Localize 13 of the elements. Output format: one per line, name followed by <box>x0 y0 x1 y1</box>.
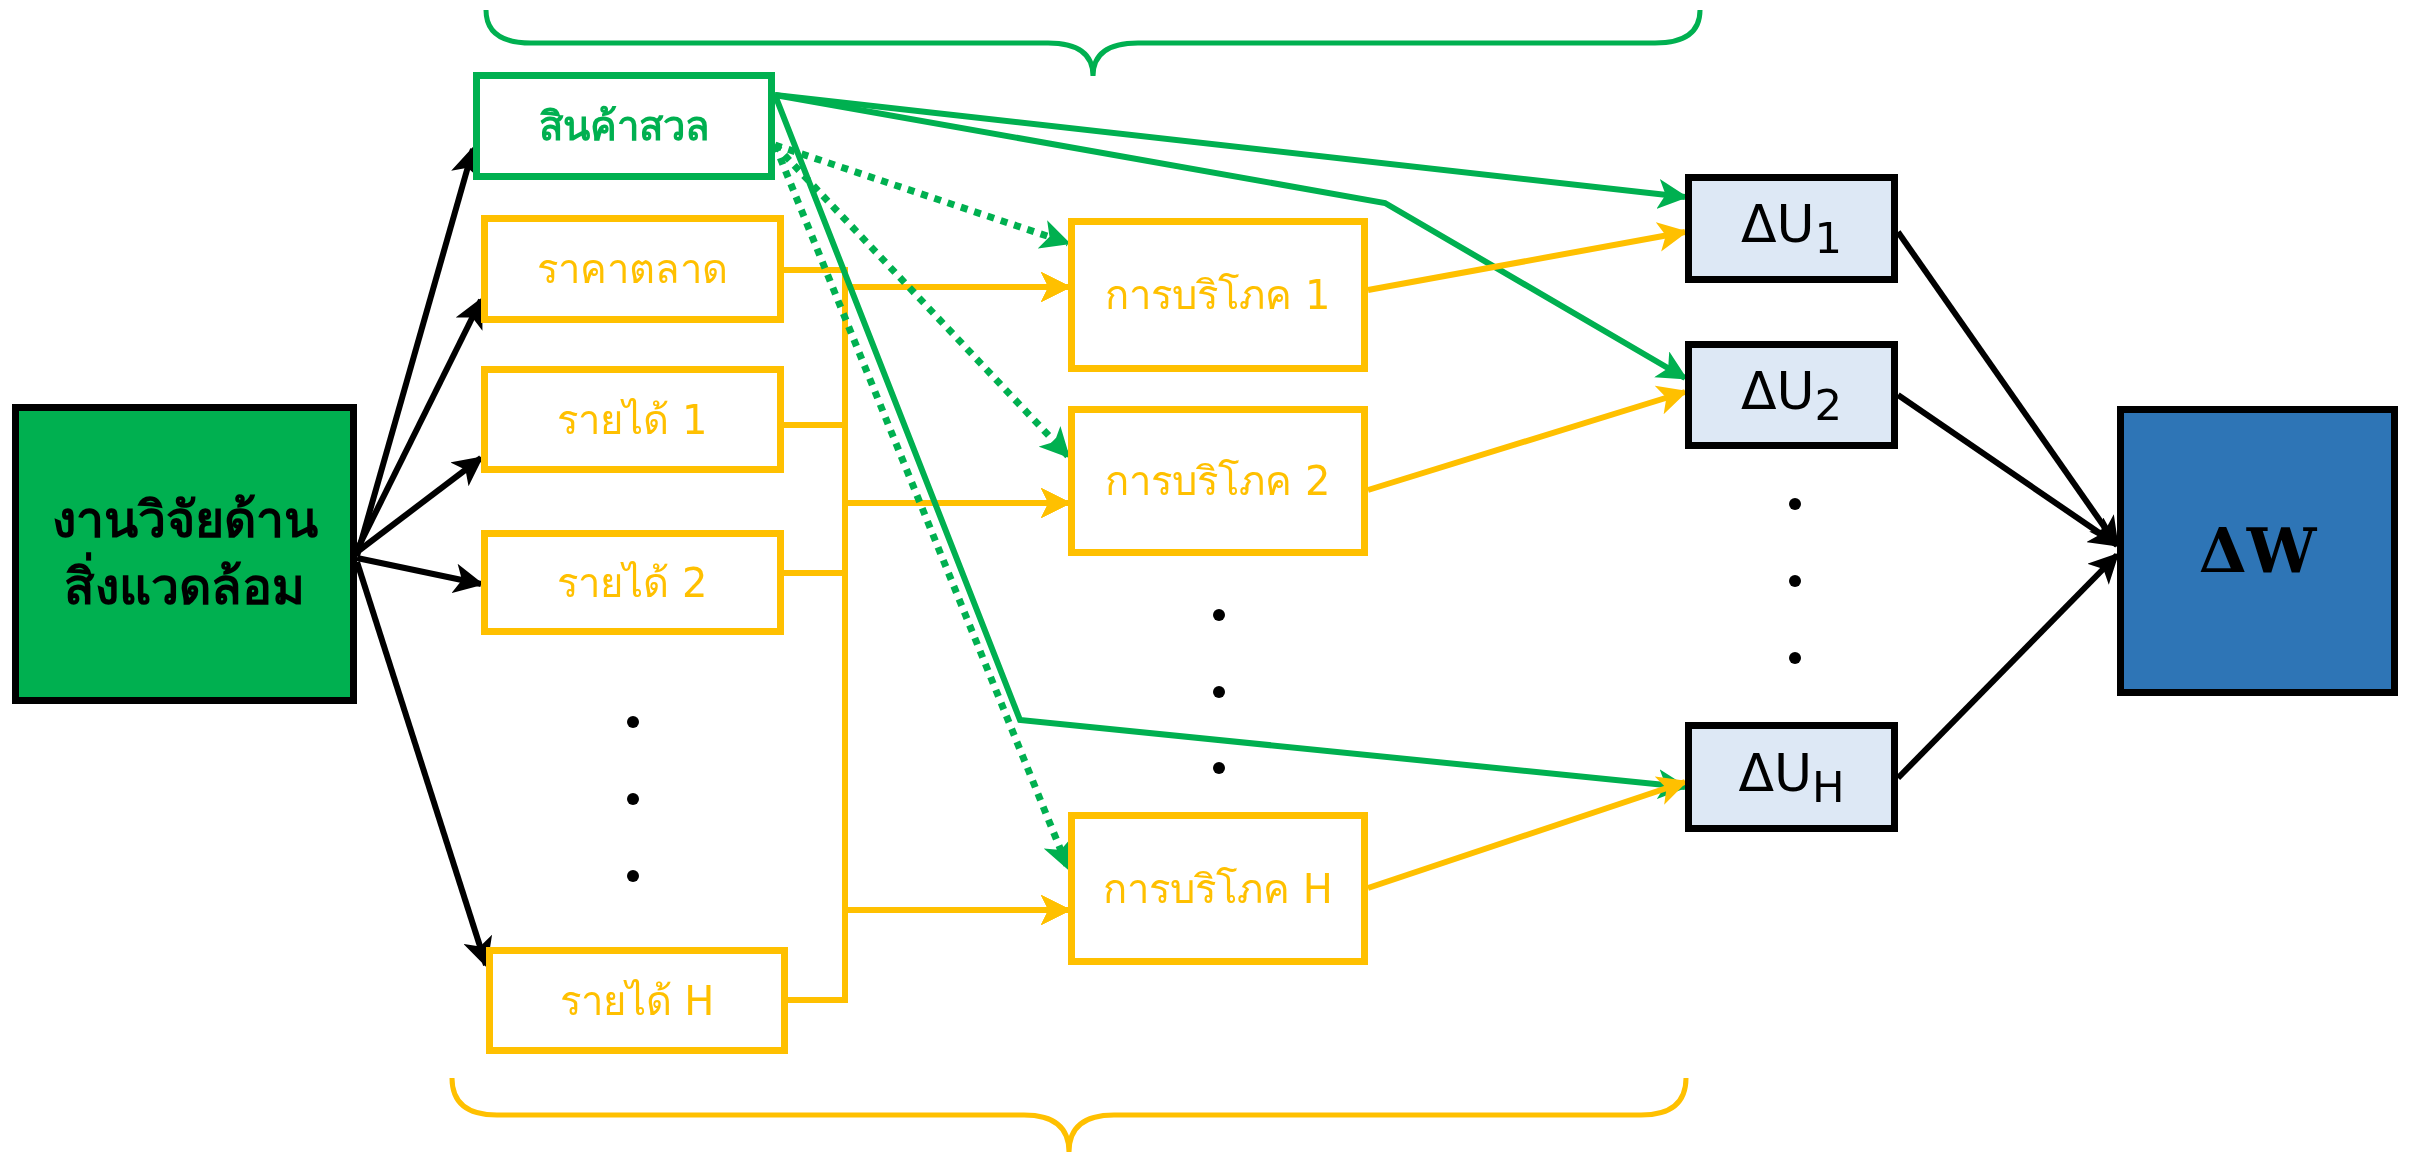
process-box <box>1068 218 1368 372</box>
process-box <box>481 366 784 473</box>
process-box <box>1685 341 1898 449</box>
process-box <box>486 947 788 1054</box>
process-box <box>1685 174 1898 283</box>
process-box <box>481 530 784 635</box>
result-box <box>2117 406 2398 696</box>
process-box <box>12 404 357 704</box>
process-box <box>1068 406 1368 556</box>
process-box <box>1685 722 1898 832</box>
process-box <box>473 72 775 180</box>
process-box <box>1068 812 1368 965</box>
process-box <box>481 215 784 323</box>
